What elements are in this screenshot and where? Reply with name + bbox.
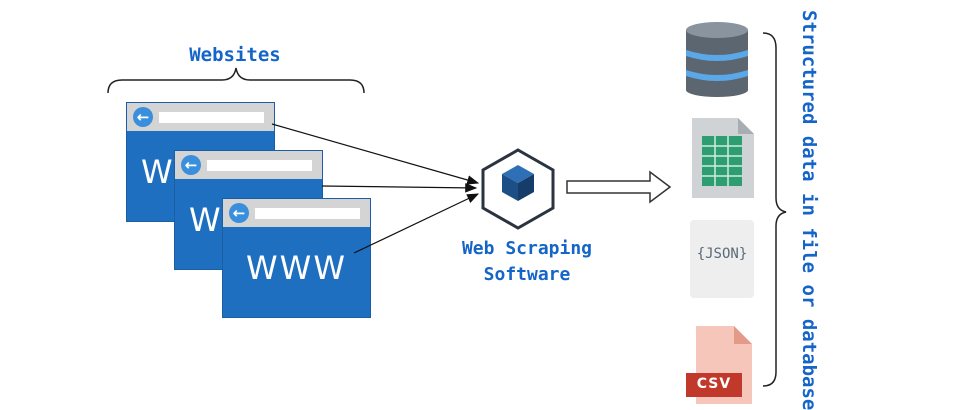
websites-brace: [107, 67, 365, 94]
json-file-icon: [690, 220, 754, 298]
website-text: W: [141, 153, 175, 191]
web-scraping-software-label: Web Scraping Software: [432, 236, 622, 288]
spreadsheet-file-icon: [692, 118, 754, 198]
back-arrow-icon: ←: [133, 107, 153, 127]
database-icon: [686, 22, 748, 97]
website-window-3: ← WWW: [222, 198, 371, 318]
connector-line-1: [271, 123, 480, 185]
back-arrow-icon: ←: [229, 203, 249, 223]
structured-data-label: Structured data in file or database: [798, 10, 820, 410]
json-icon-text: {JSON}: [696, 246, 748, 262]
csv-file-icon: [686, 326, 752, 404]
websites-label: Websites: [189, 44, 281, 66]
website-text: WWW: [246, 249, 347, 287]
software-label-line2: Software: [483, 264, 571, 285]
website-text: W: [189, 201, 223, 239]
csv-icon-text: CSV: [696, 376, 732, 392]
software-label-line1: Web Scraping: [461, 238, 593, 259]
output-arrow-icon: [566, 170, 672, 204]
address-bar: [255, 208, 360, 219]
back-arrow-icon: ←: [181, 155, 201, 175]
connector-line-2: [321, 183, 478, 193]
outputs-brace: [762, 32, 787, 387]
address-bar: [159, 112, 264, 123]
address-bar: [207, 160, 312, 171]
connector-line-3: [353, 193, 480, 254]
scraper-cube-icon: [481, 148, 555, 230]
